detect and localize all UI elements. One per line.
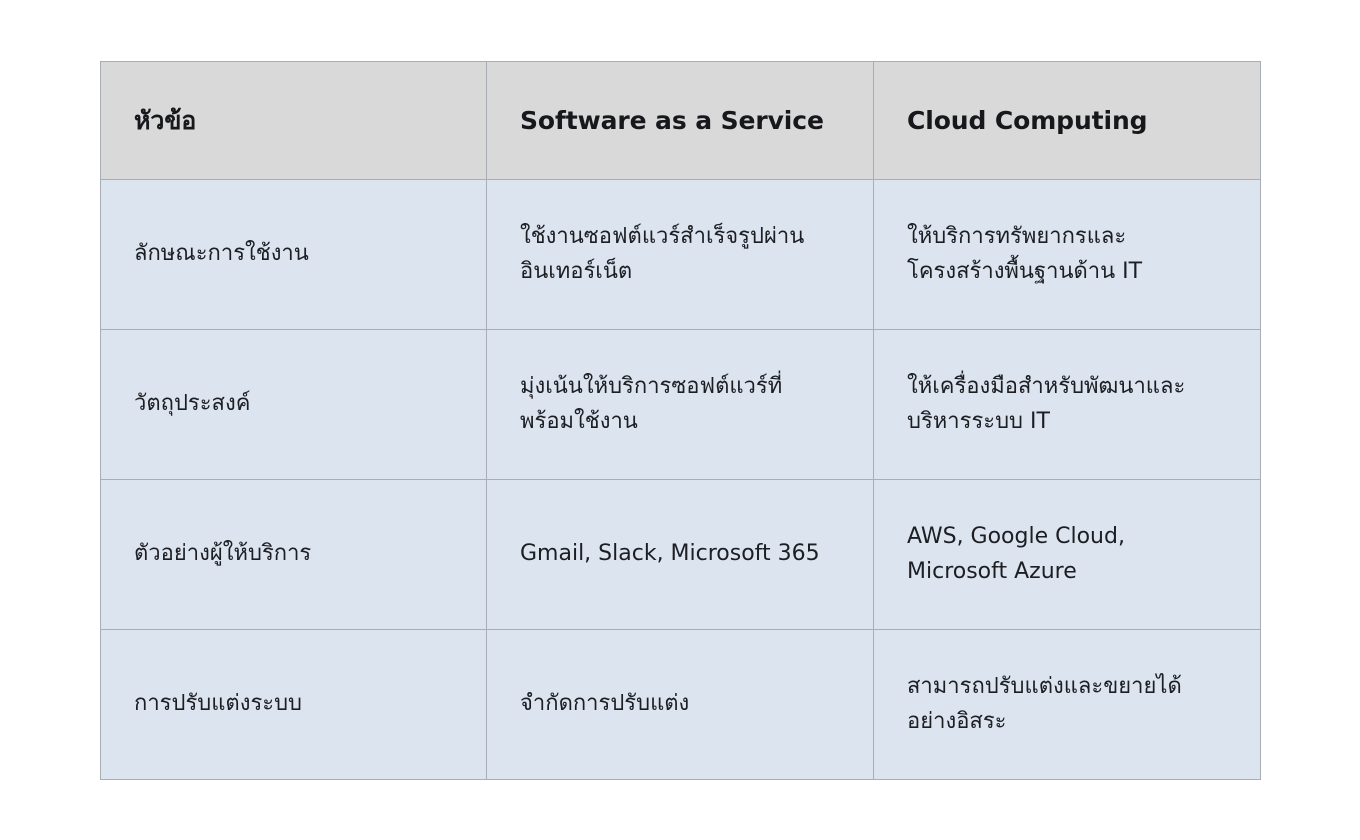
cell-text: สามารถปรับแต่งและขยายได้อย่างอิสระ	[907, 674, 1182, 734]
cell-saas: Gmail, Slack, Microsoft 365	[486, 479, 874, 630]
cell-saas: ใช้งานซอฟต์แวร์สำเร็จรูปผ่านอินเทอร์เน็ต	[486, 179, 874, 330]
cell-topic: ตัวอย่างผู้ให้บริการ	[100, 479, 487, 630]
cell-topic: วัตถุประสงค์	[100, 329, 487, 480]
cell-text: Gmail, Slack, Microsoft 365	[520, 541, 820, 567]
cell-text: ตัวอย่างผู้ให้บริการ	[134, 541, 312, 567]
table-row: การปรับแต่งระบบ จำกัดการปรับแต่ง สามารถป…	[100, 629, 1261, 780]
table-header-row: หัวข้อ Software as a Service Cloud Compu…	[100, 61, 1261, 180]
table-row: ลักษณะการใช้งาน ใช้งานซอฟต์แวร์สำเร็จรูป…	[100, 179, 1261, 330]
table-row: ตัวอย่างผู้ให้บริการ Gmail, Slack, Micro…	[100, 479, 1261, 630]
comparison-table: หัวข้อ Software as a Service Cloud Compu…	[100, 61, 1261, 780]
cell-text: ลักษณะการใช้งาน	[134, 241, 309, 267]
cell-saas: มุ่งเน้นให้บริการซอฟต์แวร์ที่พร้อมใช้งาน	[486, 329, 874, 480]
column-header-topic: หัวข้อ	[100, 61, 487, 180]
column-header-cloud: Cloud Computing	[873, 61, 1261, 180]
cell-text: วัตถุประสงค์	[134, 391, 251, 417]
cell-topic: การปรับแต่งระบบ	[100, 629, 487, 780]
cell-text: ใช้งานซอฟต์แวร์สำเร็จรูปผ่านอินเทอร์เน็ต	[520, 224, 805, 284]
cell-text: การปรับแต่งระบบ	[134, 691, 303, 717]
cell-cloud: AWS, Google Cloud, Microsoft Azure	[873, 479, 1261, 630]
table-body: ลักษณะการใช้งาน ใช้งานซอฟต์แวร์สำเร็จรูป…	[100, 179, 1261, 780]
cell-text: ให้บริการทรัพยากรและโครงสร้างพื้นฐานด้าน…	[907, 224, 1143, 284]
table-row: วัตถุประสงค์ มุ่งเน้นให้บริการซอฟต์แวร์ท…	[100, 329, 1261, 480]
cell-cloud: ให้เครื่องมือสำหรับพัฒนาและบริหารระบบ IT	[873, 329, 1261, 480]
cell-cloud: สามารถปรับแต่งและขยายได้อย่างอิสระ	[873, 629, 1261, 780]
cell-cloud: ให้บริการทรัพยากรและโครงสร้างพื้นฐานด้าน…	[873, 179, 1261, 330]
cell-saas: จำกัดการปรับแต่ง	[486, 629, 874, 780]
cell-text: มุ่งเน้นให้บริการซอฟต์แวร์ที่พร้อมใช้งาน	[520, 374, 783, 434]
cell-text: จำกัดการปรับแต่ง	[520, 691, 690, 717]
cell-text: ให้เครื่องมือสำหรับพัฒนาและบริหารระบบ IT	[907, 374, 1186, 434]
column-header-saas: Software as a Service	[486, 61, 874, 180]
cell-text: AWS, Google Cloud, Microsoft Azure	[907, 524, 1125, 584]
cell-topic: ลักษณะการใช้งาน	[100, 179, 487, 330]
table-header: หัวข้อ Software as a Service Cloud Compu…	[100, 61, 1261, 180]
